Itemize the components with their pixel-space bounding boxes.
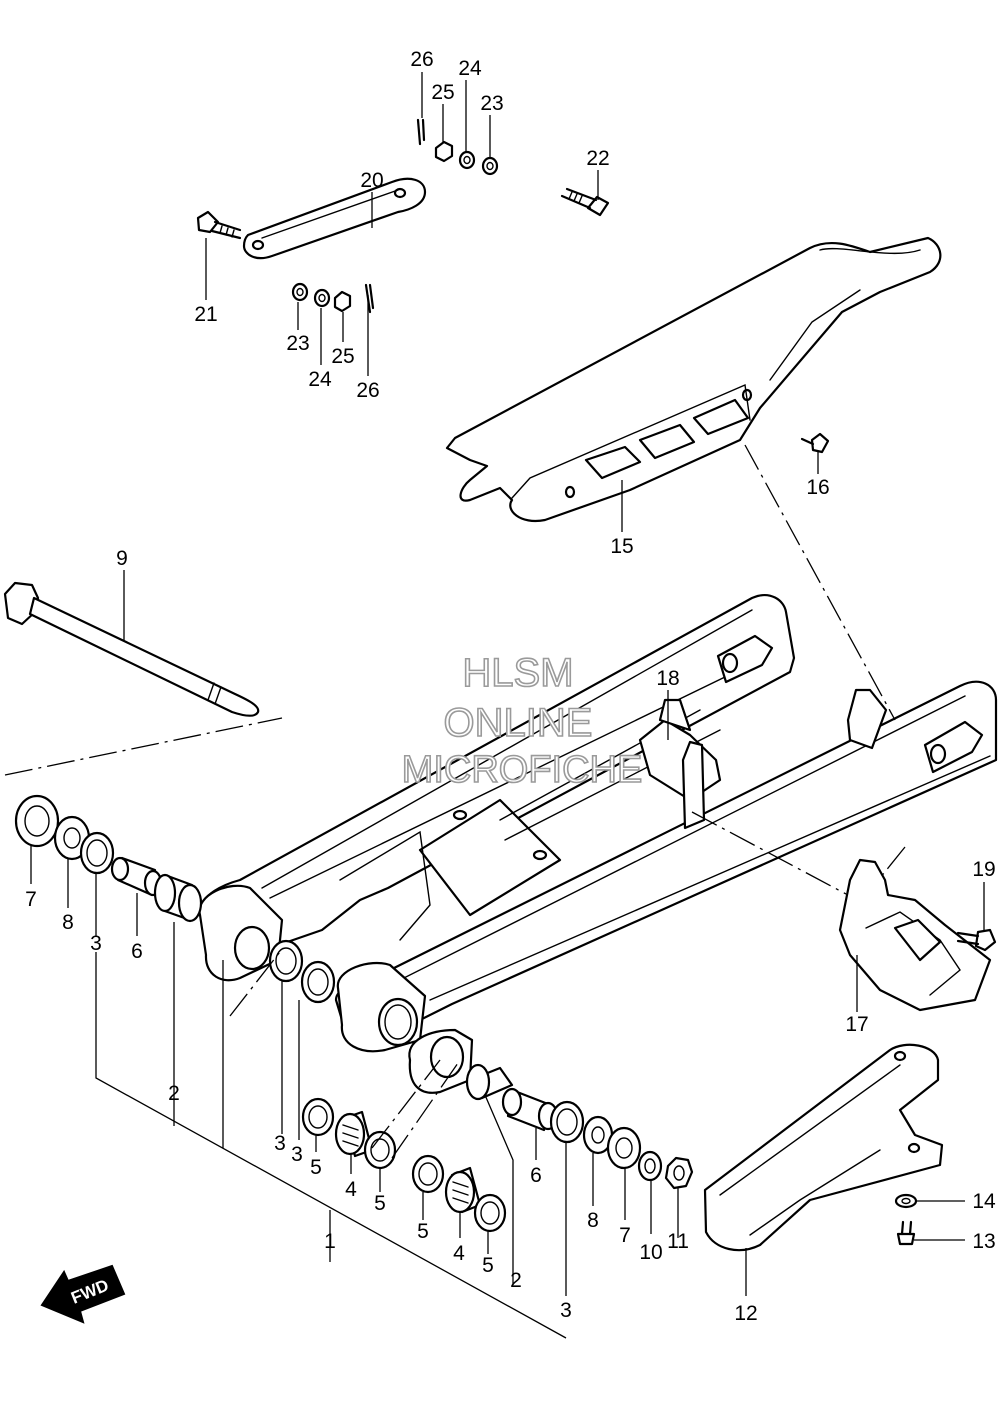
callout-10: 10 [639,1241,662,1264]
cotter-pin-part-26-upper [416,118,426,146]
dust-seal-part-7-right [606,1126,642,1170]
leader-lines [30,72,985,1339]
callout-15: 15 [610,535,633,558]
callout-20: 20 [360,169,383,192]
bolt-part-16 [800,432,830,454]
bolt-part-19 [956,928,997,952]
callout-11: 11 [667,1230,689,1253]
watermark: HLSM ONLINE MICROFICHE [401,650,643,792]
callout-26-lower: 26 [356,379,379,402]
callout-8-right: 8 [587,1209,599,1232]
oil-seal-part-3-right [549,1100,585,1144]
callout-25-upper: 25 [431,81,454,104]
nut-part-25-lower [333,290,352,313]
washer-part-23-lower [291,282,309,302]
callout-7-left: 7 [25,888,37,911]
washer-part-23-upper [481,156,499,176]
washer-part-10 [637,1150,663,1182]
swingarm-part-1 [198,594,998,1094]
callout-16: 16 [806,476,829,499]
callout-4-a: 4 [345,1178,357,1201]
callout-3-center-b: 3 [291,1143,303,1166]
ring-part-5-a [301,1097,335,1137]
ring-part-5-c [411,1154,445,1194]
chain-cover-part-15 [445,236,942,523]
oil-seal-part-3-center-a [268,939,304,983]
callout-6-right: 6 [530,1164,542,1187]
callout-24-lower: 24 [308,368,332,391]
ring-part-5-d [473,1193,507,1233]
chain-guide-part-17 [838,858,992,1012]
callout-6-left: 6 [131,940,143,963]
callout-5-b: 5 [374,1192,386,1215]
fwd-direction-badge: FWD [40,1264,126,1324]
callout-25-lower: 25 [331,345,354,368]
callout-22: 22 [586,147,609,170]
dust-seal-part-7-left [14,794,60,848]
callout-12: 12 [734,1302,757,1325]
callout-26-upper: 26 [410,48,433,71]
callout-1: 1 [324,1230,336,1253]
screw-part-13 [896,1220,916,1246]
spacer-part-6-left [110,856,163,897]
callout-4-b: 4 [453,1242,465,1265]
bolt-part-22 [560,187,610,217]
callout-17: 17 [845,1013,868,1036]
callout-5-c: 5 [417,1220,429,1243]
assembly-lines [4,444,906,1159]
callout-24-upper: 24 [458,57,482,80]
torque-link-part-20 [242,177,427,260]
watermark-line-3: MICROFICHE [402,749,643,791]
callout-21: 21 [194,303,217,326]
nut-part-25-upper [434,140,454,163]
cotter-pin-part-26-lower [364,283,375,314]
bushing-part-2-right [465,1063,514,1101]
callout-19: 19 [972,858,995,881]
callout-2-right: 2 [510,1269,522,1292]
bolt-part-21 [196,210,242,240]
pivot-axle-part-9 [3,581,260,717]
washer-part-24-upper [458,150,476,170]
nut-part-11 [664,1156,694,1190]
callout-18: 18 [656,667,679,690]
callout-13: 13 [972,1230,995,1253]
washer-part-24-lower [313,288,331,308]
callout-14: 14 [972,1190,996,1213]
callout-8-left: 8 [62,911,74,934]
oil-seal-part-3-left [79,831,115,875]
callout-3-center-a: 3 [274,1132,286,1155]
oil-seal-part-3-center-b [300,960,336,1004]
callout-23-lower: 23 [286,332,309,355]
watermark-line-1: HLSM [462,651,573,695]
callout-3-right: 3 [560,1299,572,1322]
callout-2-left: 2 [168,1082,180,1105]
callout-7-right: 7 [619,1224,631,1247]
callout-5-a: 5 [310,1156,322,1179]
callout-labels: 26 24 25 23 22 20 21 23 25 24 26 16 15 9… [25,48,996,1325]
needle-bearing-part-4-b [444,1166,482,1214]
washer-part-14 [894,1193,918,1209]
watermark-line-2: ONLINE [444,701,593,745]
callout-9: 9 [116,547,128,570]
spacer-part-6-right [501,1087,559,1132]
callout-23-upper: 23 [480,92,503,115]
bushing-part-2-left [153,873,203,923]
callout-5-d: 5 [482,1254,494,1277]
callout-3-left: 3 [90,932,102,955]
chain-buffer-part-12 [703,1043,944,1252]
